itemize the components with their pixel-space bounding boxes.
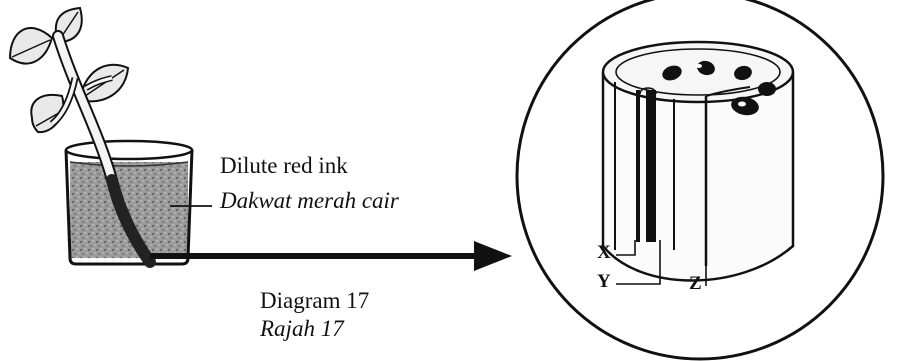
magnified-view-circle	[515, 0, 885, 361]
arrow	[150, 241, 512, 271]
plant-stem	[49, 30, 156, 268]
leaf-top-left	[8, 27, 54, 65]
label-y: Y	[597, 271, 611, 292]
red-ink-liquid	[70, 162, 188, 258]
x-layer	[636, 90, 640, 242]
beaker	[64, 139, 194, 266]
label-x: X	[597, 242, 611, 263]
label-z: Z	[689, 273, 702, 294]
diagram-caption: Diagram 17	[260, 288, 370, 313]
y-layer-xylem	[646, 90, 656, 242]
label-leaders	[616, 240, 707, 286]
stem-cross-section	[601, 40, 795, 282]
ink-label-malay: Dakwat merah cair	[220, 188, 399, 213]
ink-label: Dilute red ink	[220, 153, 348, 178]
diagram-caption-malay: Rajah 17	[260, 316, 344, 341]
